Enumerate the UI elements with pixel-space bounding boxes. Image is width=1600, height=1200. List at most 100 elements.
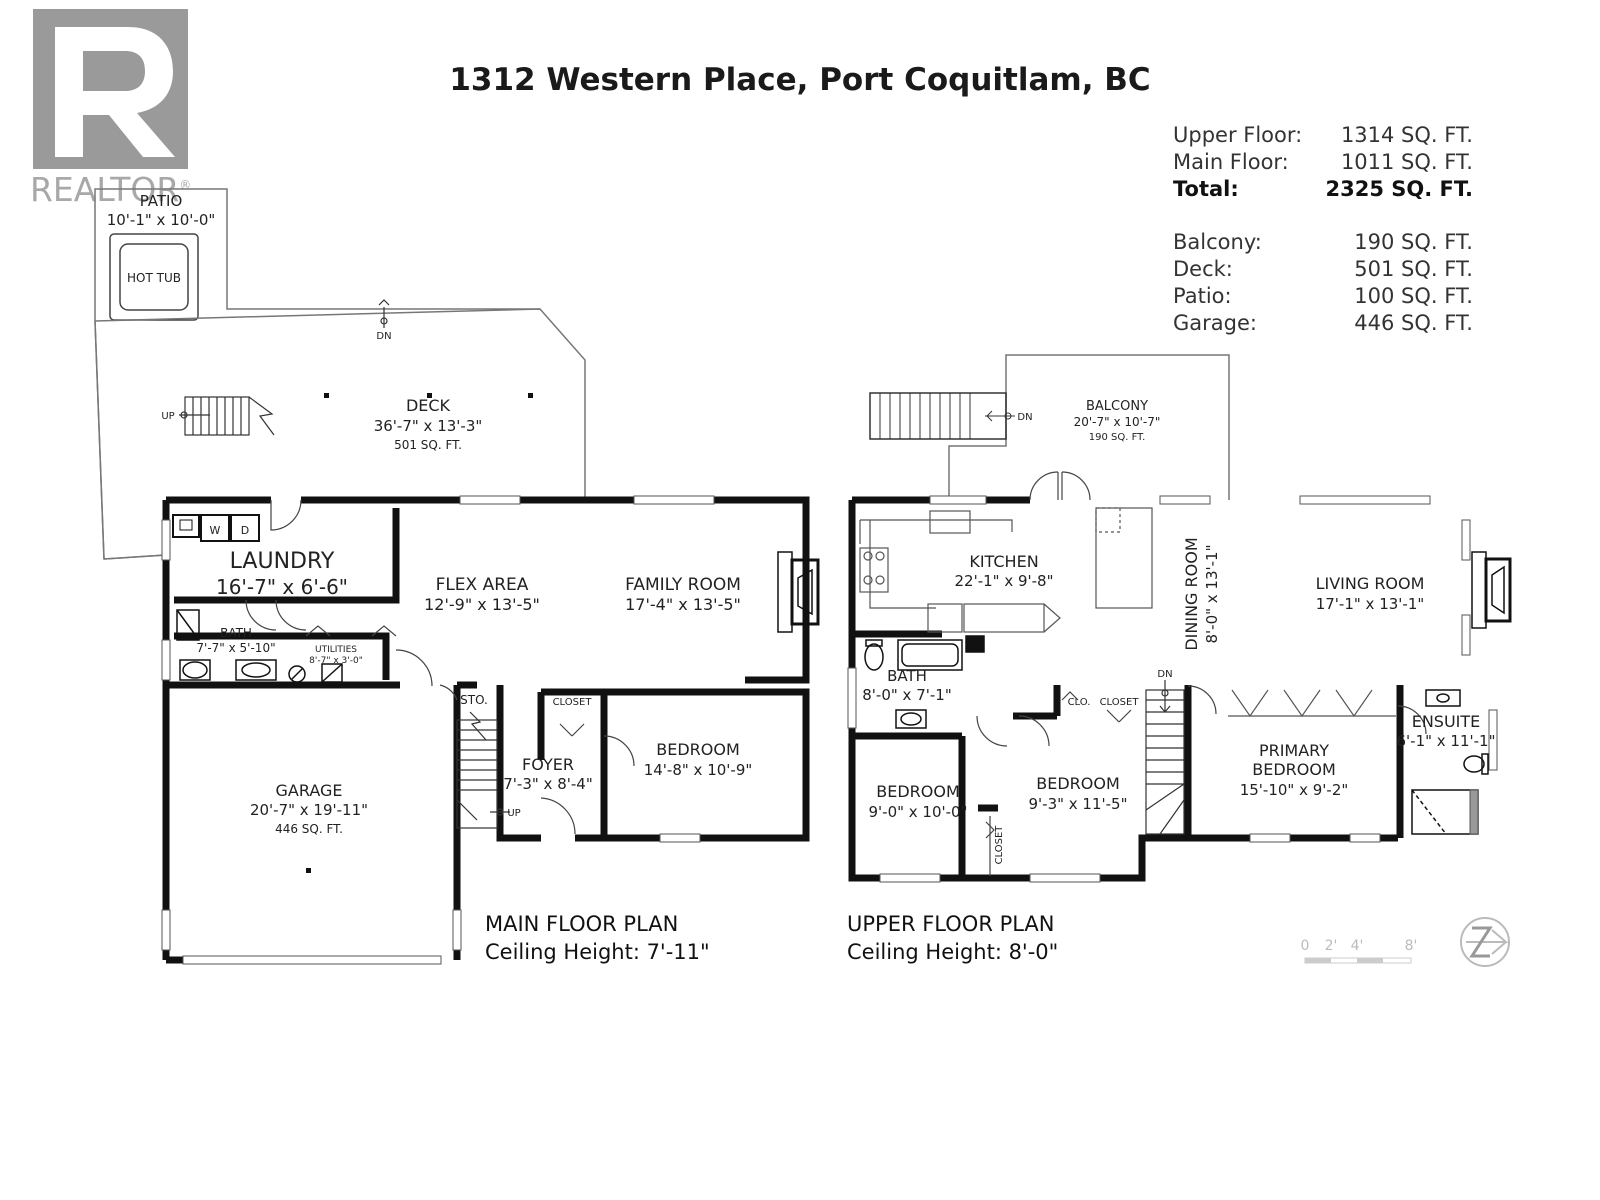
patio [94,188,540,321]
primary-bedroom-name: PRIMARY [1259,741,1329,760]
foyer-stairs [456,711,510,829]
living-room-dims: 17'-1" x 13'-1" [1316,595,1425,613]
laundry-name: LAUNDRY [230,549,335,574]
upper-floor-caption: UPPER FLOOR PLAN Ceiling Height: 8'-0" [847,910,1058,966]
main-floor-doors [245,499,635,835]
area-label: Main Floor: [1173,150,1289,174]
patio-name: PATIO [140,192,183,210]
hot-tub-label: HOT TUB [127,271,181,285]
upper-bath-fixtures [864,635,985,729]
scale-tick-8: 8' [1405,938,1418,954]
main-bedroom-name: BEDROOM [656,740,740,759]
area-value: 1314 SQ. FT. [1340,123,1473,147]
upper-stair-dn-label: DN [1157,669,1172,680]
foyer-dims: 7'-3" x 8'-4" [503,775,592,793]
deck-up-label: UP [161,411,174,422]
utilities-dims: 8'-7" x 3'-0" [309,656,363,666]
area-row-patio: Patio: 100 SQ. FT. [1173,283,1473,310]
flex-area-dims: 12'-9" x 13'-5" [424,595,540,614]
area-value: 501 SQ. FT. [1354,257,1473,281]
main-floor-plan: PATIO 10'-1" x 10'-0" HOT TUB DECK 36'-7… [94,188,820,965]
area-label: Patio: [1173,284,1232,308]
utilities-fixtures [288,663,343,683]
ensuite-dims: 6'-1" x 11'-1" [1396,732,1495,750]
kitchen-name: KITCHEN [969,552,1038,571]
garage-name: GARAGE [276,781,343,800]
primary-closet [1228,689,1396,718]
area-label: Upper Floor: [1173,123,1303,147]
foyer-up-label: UP [507,808,520,819]
deck-dn-label: DN [376,331,391,342]
washer-dryer [172,514,260,542]
realtor-logo [33,9,188,169]
main-floor-ceiling: Ceiling Height: 7'-11" [485,940,710,964]
scale-bar: 0 2' 4' 8' [1301,938,1418,964]
area-value: 446 SQ. FT. [1354,311,1473,335]
area-value: 1011 SQ. FT. [1340,150,1473,174]
area-label: Garage: [1173,311,1257,335]
balcony-area: 190 SQ. FT. [1089,432,1146,443]
upper-floor-plan: DN BALCONY 20'-7" x 10'-7" 190 SQ. FT. [847,354,1512,883]
main-floor-plan-title: MAIN FLOOR PLAN [485,912,679,936]
kitchen-counters [859,507,1153,633]
balcony-stairs [879,393,1015,439]
storage-label: STO. [460,693,488,707]
deck-name: DECK [406,396,451,415]
family-room-name: FAMILY ROOM [625,575,741,595]
area-value: 190 SQ. FT. [1354,230,1473,254]
ensuite-name: ENSUITE [1412,712,1481,731]
upper-bedroom-a-dims: 9'-0" x 10'-0" [868,803,967,821]
deck-stair-up [179,396,275,436]
upper-floor-plan-title: UPPER FLOOR PLAN [847,912,1055,936]
deck-outline [94,320,167,560]
closet-label-main: CLOSET [553,697,593,708]
area-row-upper: Upper Floor: 1314 SQ. FT. [1173,122,1473,149]
upper-floor-ceiling: Ceiling Height: 8'-0" [847,940,1059,964]
family-room-dims: 17'-4" x 13'-5" [625,595,741,614]
main-bath-fixtures [176,609,277,681]
garage-post [306,868,311,873]
upper-bedroom-a-name: BEDROOM [876,782,960,801]
deck-area: 501 SQ. FT. [394,438,462,452]
utilities-name: UTILITIES [315,645,357,655]
primary-bedroom-dims: 15'-10" x 9'-2" [1240,781,1349,799]
closet-label-upper: CLOSET [1100,697,1140,708]
scale-tick-0: 0 [1301,938,1310,954]
closet-label-vertical: CLOSET [994,825,1005,865]
closet-vertical [985,816,995,876]
upper-floor-doors [976,471,1427,747]
balcony-dn-label: DN [1017,412,1032,423]
area-label: Total: [1173,177,1239,201]
dryer-label: D [241,524,249,537]
upper-stairs [1145,680,1185,835]
fireplace-main [777,551,820,633]
area-row-total: Total:2325 SQ. FT. [1173,176,1473,203]
living-room-name: LIVING ROOM [1316,574,1425,593]
upper-bath-dims: 8'-0" x 7'-1" [862,686,951,704]
area-row-main: Main Floor: 1011 SQ. FT. [1173,149,1473,176]
dining-room-dims: 8'-0" x 13'-1" [1203,544,1221,643]
main-floor-caption: MAIN FLOOR PLAN Ceiling Height: 7'-11" [485,910,710,966]
scale-tick-4: 4' [1351,938,1364,954]
washer-label: W [210,524,221,537]
upper-bedroom-b-dims: 9'-3" x 11'-5" [1028,795,1127,813]
balcony [869,354,1230,500]
primary-bedroom-name-2: BEDROOM [1252,760,1336,779]
ensuite-fixtures [1411,689,1489,835]
area-row-balcony: Balcony:190 SQ. FT. [1173,229,1473,256]
kitchen-dims: 22'-1" x 9'-8" [954,572,1053,590]
laundry-dims: 16'-7" x 6'-6" [216,575,348,599]
upper-bedroom-b-name: BEDROOM [1036,774,1120,793]
main-bedroom-dims: 14'-8" x 10'-9" [644,761,753,779]
area-value: 100 SQ. FT. [1354,284,1473,308]
patio-dims: 10'-1" x 10'-0" [107,211,216,229]
garage-area: 446 SQ. FT. [275,822,343,836]
foyer-name: FOYER [522,755,574,774]
realtor-r-mark [55,27,175,157]
upper-bath-name: BATH [887,667,927,685]
area-row-deck: Deck:501 SQ. FT. [1173,256,1473,283]
page-title: 1312 Western Place, Port Coquitlam, BC [449,62,1151,98]
balcony-dims: 20'-7" x 10'-7" [1074,415,1161,429]
north-arrow-icon [1460,917,1510,967]
